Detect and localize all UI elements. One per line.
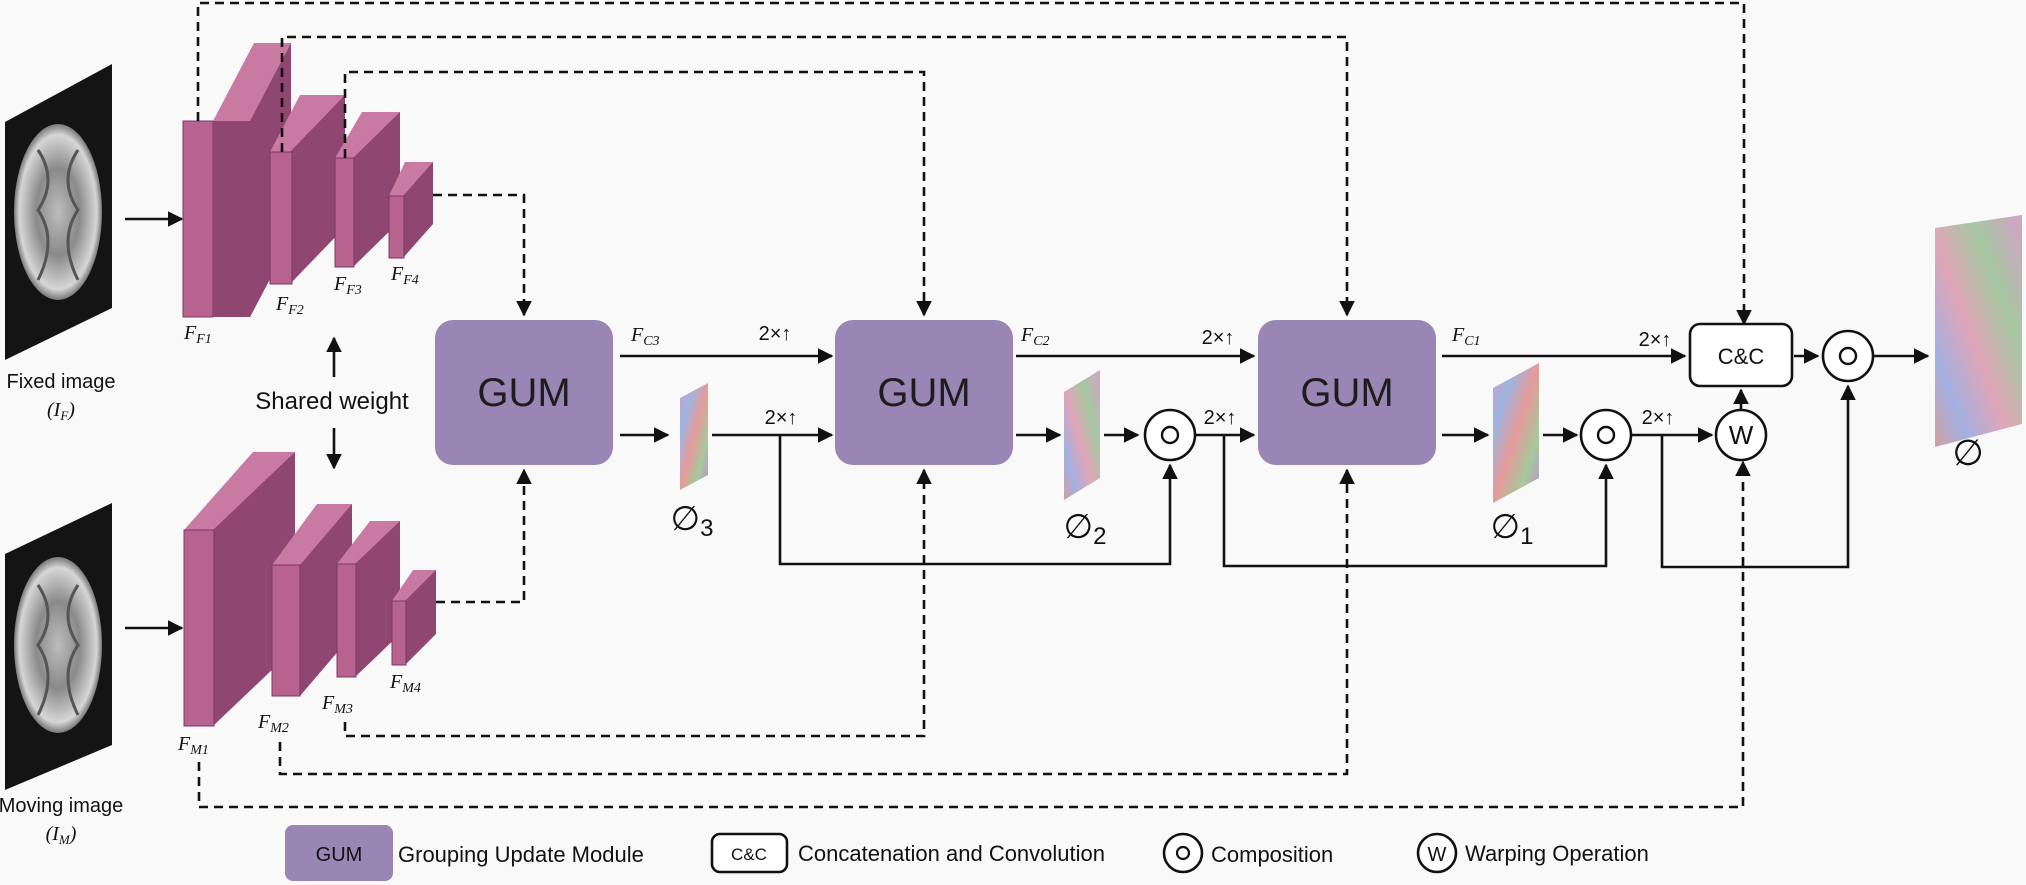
- feature-label-F3: FF3: [333, 273, 362, 298]
- feature-label-F2: FF2: [275, 293, 304, 318]
- loop-phi3-to-compose1: [778, 435, 1178, 566]
- warping-node: [1714, 408, 1768, 462]
- composition-node-3-symbol: [1838, 346, 1858, 366]
- moving-image-label: Moving image: [0, 795, 123, 817]
- composition-node-1-symbol: [1160, 425, 1180, 445]
- gum-module-2-label: GUM: [877, 371, 970, 415]
- composition-node-2: [1579, 408, 1633, 462]
- legend-gum-swatch: [285, 825, 393, 881]
- moving-feature-pyramid: [183, 452, 436, 727]
- upsample-label-4: 2×↑: [765, 407, 798, 429]
- flow-label-2: ∅2: [1064, 508, 1107, 550]
- gum-module-2: [835, 320, 1013, 465]
- cc-block-label: C&C: [1718, 344, 1765, 369]
- legend-compose-symbol: [1175, 845, 1191, 861]
- upsample-label-3: 2×↑: [1639, 329, 1672, 351]
- feature-label-M3: FM3: [321, 692, 353, 717]
- legend-compose-text: Composition: [1211, 842, 1333, 867]
- gum-module-1: [435, 320, 613, 465]
- upsample-label-6: 2×↑: [1642, 407, 1675, 429]
- dashed-skip-connections: [196, 1, 1752, 809]
- flow-field-3: [680, 383, 708, 490]
- final-flow-label: ∅: [1952, 432, 1983, 473]
- fixed-image-label: Fixed image: [7, 371, 116, 393]
- feature-label-M4: FM4: [389, 671, 421, 696]
- composition-node-3: [1821, 329, 1875, 383]
- legend-compose-swatch: [1162, 832, 1204, 874]
- context-label-C2: FC2: [1020, 324, 1050, 349]
- legend-cc-swatch: [710, 832, 789, 874]
- legend-gum-swatch-label: GUM: [316, 844, 363, 866]
- cc-block: [1688, 322, 1794, 388]
- legend-warp-swatch-label: W: [1428, 844, 1447, 866]
- upsample-label-1: 2×↑: [759, 323, 792, 345]
- warping-node-label: W: [1729, 420, 1754, 450]
- moving-image: [5, 503, 112, 790]
- feature-label-F1: FF1: [183, 322, 212, 347]
- upsample-label-2: 2×↑: [1202, 327, 1235, 349]
- legend-warp-swatch: [1416, 832, 1458, 874]
- flow-label-1: ∅1: [1491, 508, 1534, 550]
- feature-label-M2: FM2: [257, 711, 289, 736]
- gum-module-1-label: GUM: [477, 371, 570, 415]
- legend: GUM Grouping Update Module C&C Concatena…: [285, 825, 1649, 881]
- legend-cc-text: Concatenation and Convolution: [798, 841, 1105, 866]
- fixed-image: [5, 64, 112, 360]
- context-label-C1: FC1: [1451, 324, 1481, 349]
- fixed-feature-pyramid: [182, 43, 433, 318]
- feature-label-F4: FF4: [390, 263, 419, 288]
- flow-label-3: ∅3: [671, 500, 714, 542]
- legend-gum-text: Grouping Update Module: [398, 842, 644, 867]
- flow-field-1: [1493, 363, 1539, 503]
- fixed-image-symbol: (IF): [47, 399, 75, 423]
- legend-cc-swatch-label: C&C: [731, 845, 767, 864]
- composition-node-1: [1143, 408, 1197, 462]
- composition-node-2-symbol: [1596, 425, 1616, 445]
- gum-module-3-label: GUM: [1300, 371, 1393, 415]
- feature-label-M1: FM1: [177, 733, 209, 758]
- shared-weight-label: Shared weight: [255, 388, 409, 415]
- loop-phi2-to-compose2: [1222, 435, 1614, 568]
- flow-field-2: [1064, 370, 1100, 500]
- legend-warp-text: Warping Operation: [1465, 841, 1649, 866]
- gum-module-3: [1258, 320, 1436, 465]
- loop-phi1-to-compose3: [1660, 384, 1856, 569]
- final-flow-field: [1935, 215, 2022, 447]
- moving-image-symbol: (IM): [46, 823, 77, 847]
- context-label-C3: FC3: [630, 324, 660, 349]
- upsample-label-5: 2×↑: [1204, 407, 1237, 429]
